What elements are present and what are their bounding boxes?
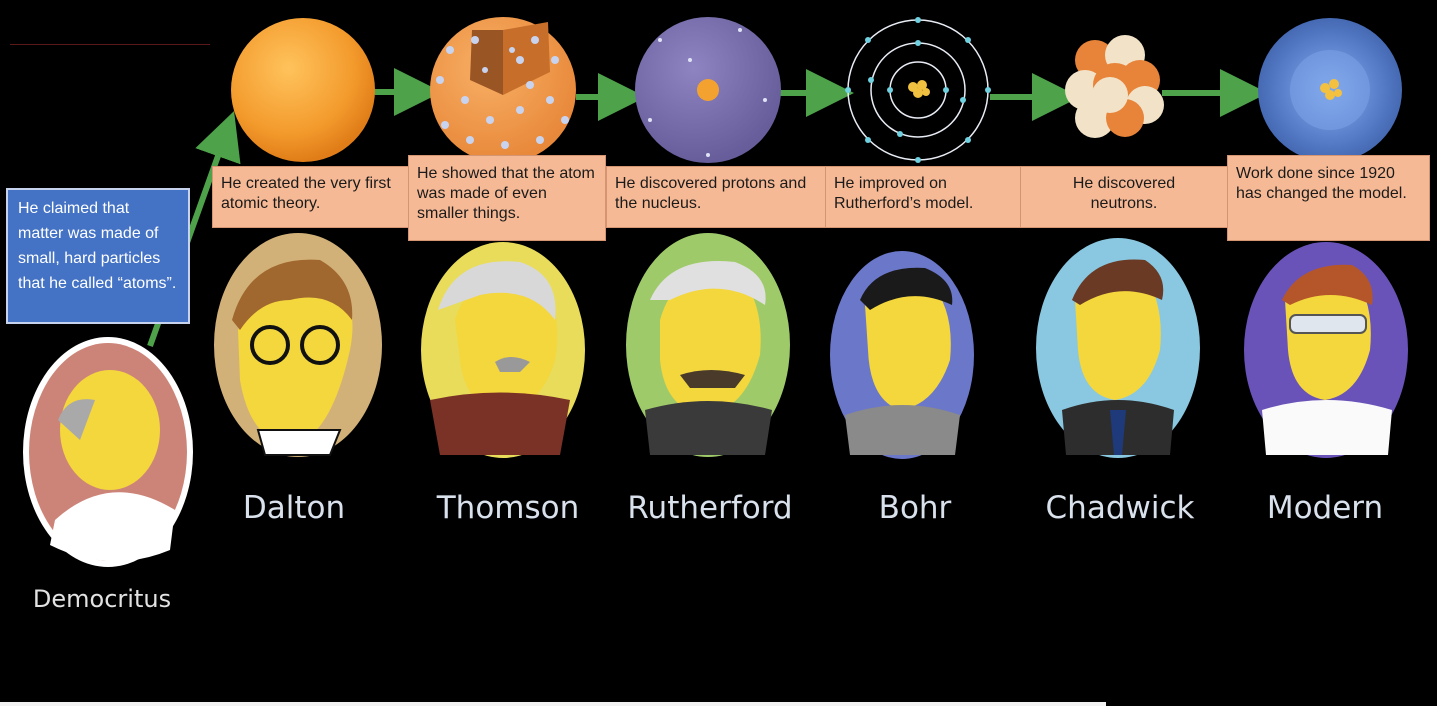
rutherford-caption: He discovered protons and the nucleus. — [606, 166, 826, 228]
democritus-caption: He claimed that matter was made of small… — [6, 188, 190, 324]
modern-caption: Work done since 1920 has changed the mod… — [1227, 155, 1430, 241]
portrait-thomson — [421, 242, 585, 458]
name-rutherford: Rutherford — [627, 490, 793, 526]
bottom-strip — [0, 702, 1106, 706]
solid-sphere-model — [231, 18, 375, 162]
dalton-caption: He created the very first atomic theory. — [212, 166, 410, 228]
portrait-democritus — [23, 337, 193, 567]
portrait-chadwick — [1036, 238, 1200, 458]
portrait-modern — [1244, 242, 1408, 458]
nuclear-model — [635, 17, 781, 163]
name-thomson: Thomson — [436, 490, 580, 526]
chadwick-caption: He discovered neutrons. — [1020, 166, 1228, 228]
name-modern: Modern — [1266, 490, 1384, 526]
neutron-nucleus-model — [1065, 35, 1164, 138]
name-chadwick: Chadwick — [1045, 490, 1195, 526]
name-bohr: Bohr — [878, 490, 952, 526]
portrait-dalton — [214, 233, 382, 457]
electron-cloud-model — [1258, 18, 1402, 162]
name-democritus: Democritus — [32, 585, 172, 613]
name-dalton: Dalton — [242, 490, 346, 526]
portrait-bohr — [830, 251, 974, 459]
bohr-caption: He improved on Rutherford’s model. — [825, 166, 1021, 228]
plum-pudding-model — [430, 17, 576, 163]
decorative-line — [10, 44, 210, 45]
bohr-model — [845, 17, 991, 163]
portrait-rutherford — [626, 233, 790, 457]
thomson-caption: He showed that the atom was made of even… — [408, 155, 606, 241]
